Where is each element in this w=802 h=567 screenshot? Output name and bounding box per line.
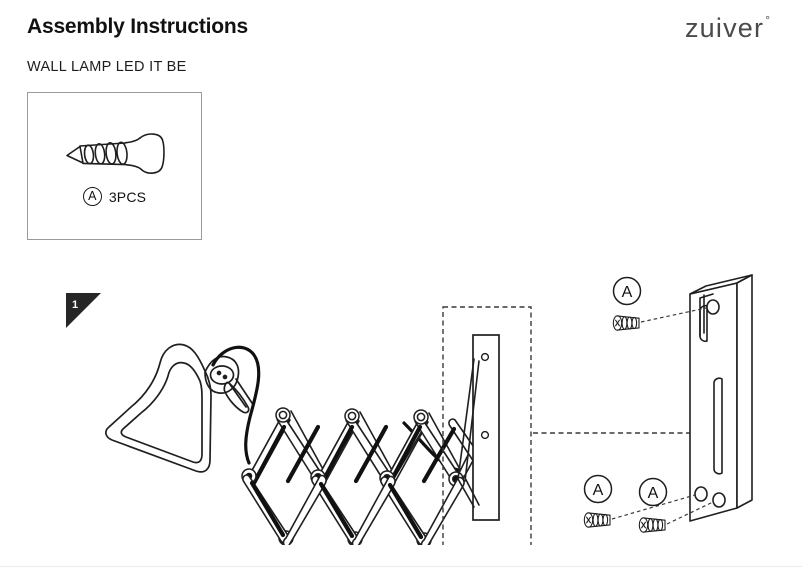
step-number-badge: 1: [66, 293, 101, 328]
lamp-shade: [105, 343, 212, 473]
product-name: WALL LAMP LED IT BE: [27, 59, 187, 75]
svg-text:A: A: [593, 482, 604, 499]
detail-highlight-box: [442, 306, 532, 545]
parts-caption: A 3PCS: [28, 187, 201, 206]
wall-bracket: [689, 274, 753, 522]
screw-icon: [612, 315, 640, 331]
callout-bottom-right: A: [638, 477, 714, 533]
brand-wordmark: zuiver: [684, 13, 765, 43]
brand-logo: zuiver°: [685, 14, 770, 42]
screw-icon: [583, 512, 611, 528]
callout-leader-line: [640, 307, 707, 323]
assembly-step-diagram: 1: [0, 255, 802, 545]
mounting-plate: [457, 334, 500, 521]
screw-icon: [638, 517, 666, 533]
callout-reference-badge: [612, 276, 642, 306]
part-quantity-label: 3PCS: [108, 188, 147, 205]
screw-icon: [63, 131, 167, 182]
scissor-arm: [241, 407, 494, 545]
callout-reference-badge: [638, 477, 668, 507]
callout-reference-badge: [583, 474, 613, 504]
lamp-pivot-joint: [204, 355, 253, 414]
parts-list-box: A 3PCS: [27, 92, 202, 240]
brand-degree-icon: °: [765, 13, 770, 27]
svg-text:A: A: [622, 284, 633, 301]
part-reference-badge: A: [82, 187, 102, 206]
callout-bottom-left: A: [583, 474, 696, 528]
callout-top: A: [612, 276, 707, 331]
svg-text:A: A: [648, 485, 659, 502]
page-title: Assembly Instructions: [27, 15, 249, 38]
callout-leader-line: [666, 501, 714, 525]
callout-leader-line: [611, 494, 696, 520]
svg-text:1: 1: [72, 299, 78, 311]
